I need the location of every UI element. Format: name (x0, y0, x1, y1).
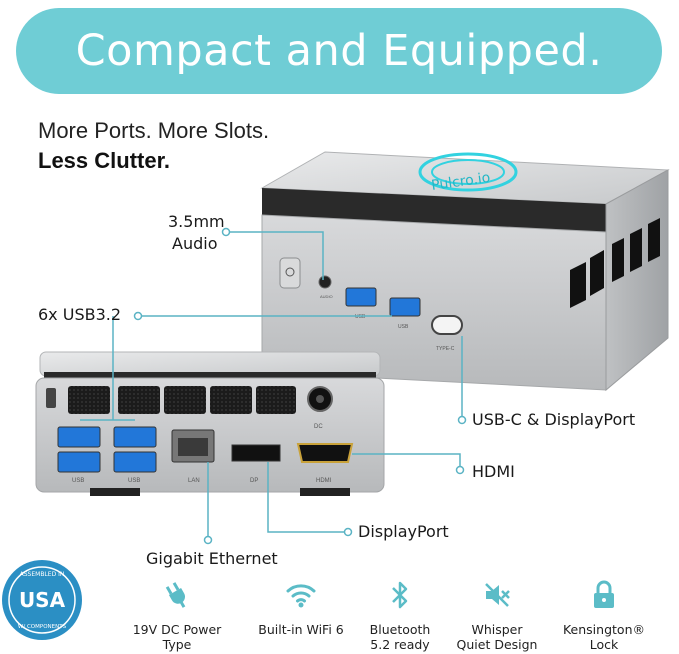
callout-usbc: USB-C & DisplayPort (472, 410, 636, 429)
feature-wifi: Built-in WiFi 6 (246, 578, 356, 637)
banner-title: Compact and Equipped. (75, 26, 603, 76)
callout-usb: 6x USB3.2 (38, 305, 122, 324)
feature-lock: Kensington® Lock (549, 578, 659, 652)
svg-text:LAN: LAN (188, 478, 200, 484)
svg-text:ASSEMBLED IN: ASSEMBLED IN (20, 571, 65, 578)
svg-text:DC: DC (314, 424, 323, 430)
callout-displayport: DisplayPort (358, 522, 449, 541)
bluetooth-icon (383, 578, 417, 612)
assembled-in-usa-badge: ASSEMBLED IN USA W/ COMPONENTS (2, 560, 82, 640)
feature-bluetooth: Bluetooth 5.2 ready (345, 578, 455, 652)
svg-text:USB: USB (72, 478, 84, 484)
callout-lines (80, 227, 467, 545)
wifi-icon (284, 578, 318, 612)
feature-power: 19V DC Power Type (122, 578, 232, 652)
tagline-line1: More Ports. More Slots. (38, 118, 270, 143)
header-banner: Compact and Equipped. (16, 8, 662, 94)
svg-text:AUDIO: AUDIO (320, 294, 333, 299)
device-rear: USB USB LAN DP HDMI DC (35, 351, 385, 496)
feature-power-label: 19V DC Power Type (132, 622, 222, 652)
svg-text:USB: USB (398, 324, 409, 330)
svg-text:USA: USA (19, 588, 66, 612)
device-angled: Pulcro.io AUDIO USB USB TYPE-C (260, 151, 670, 392)
svg-text:USB: USB (128, 478, 140, 484)
feature-lock-label: Kensington® Lock (562, 622, 645, 652)
feature-quiet-label: Whisper Quiet Design (456, 622, 538, 652)
power-plug-icon (160, 578, 194, 612)
mute-fan-icon (480, 578, 514, 612)
svg-text:DP: DP (250, 478, 258, 484)
svg-text:TYPE-C: TYPE-C (436, 346, 455, 352)
callout-audio-line2: Audio (172, 234, 218, 253)
callout-ethernet: Gigabit Ethernet (146, 549, 278, 568)
lock-icon (587, 578, 621, 612)
feature-wifi-label: Built-in WiFi 6 (258, 622, 344, 637)
feature-bluetooth-label: Bluetooth 5.2 ready (369, 622, 431, 652)
svg-text:W/ COMPONENTS: W/ COMPONENTS (18, 624, 67, 630)
callout-audio-line1: 3.5mm (168, 212, 225, 231)
tagline-line2: Less Clutter. (38, 148, 171, 173)
svg-text:USB: USB (355, 314, 366, 320)
feature-quiet: Whisper Quiet Design (442, 578, 552, 652)
svg-text:HDMI: HDMI (316, 478, 332, 484)
callout-hdmi: HDMI (472, 462, 515, 481)
